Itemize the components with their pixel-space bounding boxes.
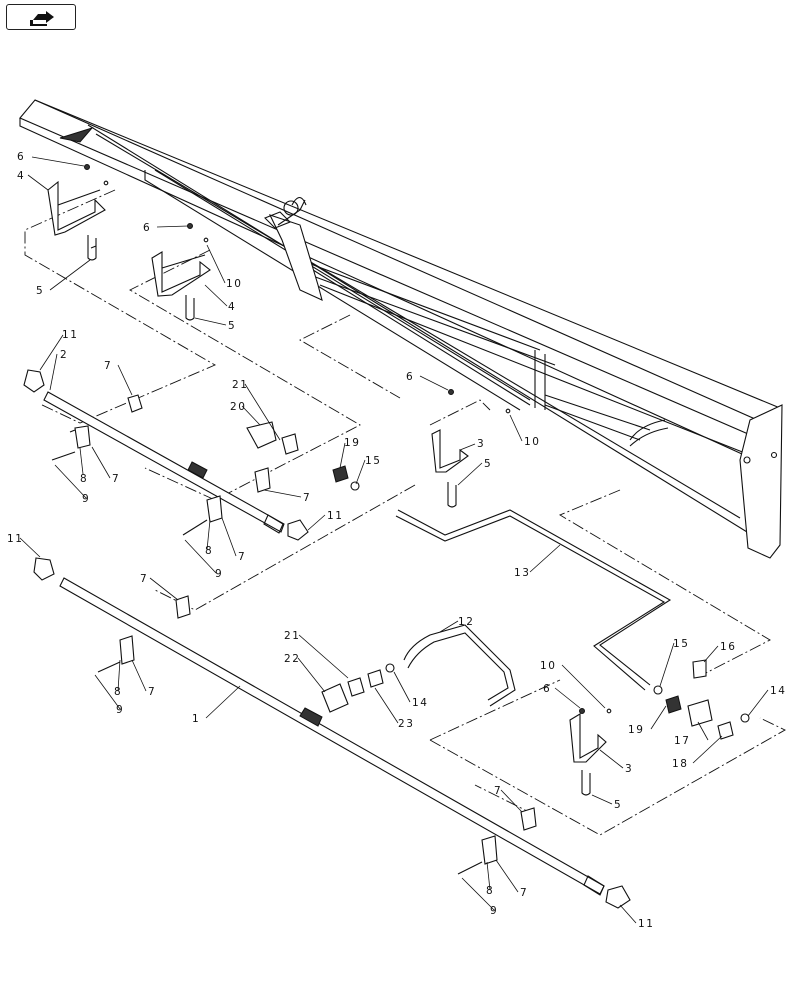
callout-16: 16 — [720, 641, 737, 653]
clamp-14b — [740, 713, 750, 723]
navigate-next-button[interactable] — [6, 4, 76, 30]
callout-7: 7 — [520, 887, 528, 899]
mounting-bracket-3b — [569, 708, 612, 763]
nipple-21b — [347, 677, 365, 697]
callout-10: 10 — [524, 436, 541, 448]
callout-23: 23 — [398, 718, 415, 730]
clamp-7h — [457, 835, 498, 875]
callout-11: 11 — [327, 510, 344, 522]
u-bolt-5a — [87, 235, 97, 261]
callout-5: 5 — [36, 285, 44, 297]
callout-7: 7 — [112, 473, 120, 485]
mounting-bracket-4a — [47, 164, 109, 236]
callout-labels: 6 4 5 6 10 4 5 11 2 7 21 20 19 15 6 3 10… — [7, 151, 787, 930]
u-bolt-5d — [581, 770, 591, 796]
callout-9: 9 — [82, 493, 90, 505]
callout-3: 3 — [477, 438, 485, 450]
nipple-23 — [367, 669, 384, 688]
clamp-14a — [385, 663, 395, 673]
pipe-1 — [33, 557, 631, 909]
callout-9: 9 — [215, 568, 223, 580]
elbow-18 — [717, 721, 734, 740]
callout-6: 6 — [406, 371, 414, 383]
callout-7: 7 — [104, 360, 112, 372]
assembly-leader-lines — [24, 189, 786, 836]
callout-12: 12 — [458, 616, 475, 628]
callout-6: 6 — [17, 151, 25, 163]
hose-13 — [395, 509, 672, 691]
callout-14: 14 — [412, 697, 429, 709]
callout-8: 8 — [205, 545, 213, 557]
callout-20: 20 — [230, 401, 247, 413]
clamp-15a — [350, 481, 360, 491]
callout-18: 18 — [672, 758, 689, 770]
callout-5: 5 — [228, 320, 236, 332]
clamp-7a — [127, 394, 143, 413]
pipe-2 — [23, 369, 309, 541]
clamp-7f — [97, 635, 135, 673]
callout-4: 4 — [17, 170, 25, 182]
u-bolt-5c — [447, 482, 457, 508]
callout-leaders — [19, 156, 769, 924]
callout-8: 8 — [114, 686, 122, 698]
callout-1: 1 — [192, 713, 200, 725]
callout-15: 15 — [673, 638, 690, 650]
callout-11: 11 — [7, 533, 24, 545]
callout-3: 3 — [625, 763, 633, 775]
u-bolt-5b — [185, 295, 195, 321]
fitting-16 — [692, 659, 707, 679]
callout-10: 10 — [226, 278, 243, 290]
callout-11: 11 — [638, 918, 655, 930]
callout-21: 21 — [232, 379, 249, 391]
nipple-19a — [332, 465, 349, 483]
callout-6: 6 — [543, 683, 551, 695]
clamp-7g — [520, 807, 537, 831]
clamp-7e — [175, 595, 191, 619]
boom-frame — [19, 99, 783, 559]
arrow-right-icon — [30, 11, 54, 26]
callout-14: 14 — [770, 685, 787, 697]
clamp-7c — [254, 467, 271, 493]
hose-12 — [403, 624, 516, 707]
callout-7: 7 — [303, 492, 311, 504]
callout-15: 15 — [365, 455, 382, 467]
callout-4: 4 — [228, 301, 236, 313]
mounting-bracket-3a — [431, 389, 511, 473]
callout-7: 7 — [148, 686, 156, 698]
callout-2: 2 — [60, 349, 68, 361]
callout-17: 17 — [674, 735, 691, 747]
callout-6: 6 — [143, 222, 151, 234]
callout-19: 19 — [628, 724, 645, 736]
callout-7: 7 — [140, 573, 148, 585]
callout-10: 10 — [540, 660, 557, 672]
callout-5: 5 — [614, 799, 622, 811]
callout-7: 7 — [238, 551, 246, 563]
callout-19: 19 — [344, 437, 361, 449]
nipple-19b — [665, 695, 682, 714]
reducer-22 — [321, 683, 349, 713]
callout-9: 9 — [490, 905, 498, 917]
tee-17 — [687, 699, 713, 727]
callout-13: 13 — [514, 567, 531, 579]
tee-fitting-20 — [246, 421, 277, 449]
callout-5: 5 — [484, 458, 492, 470]
mounting-bracket-4b — [151, 223, 211, 297]
callout-7: 7 — [494, 785, 502, 797]
callout-22: 22 — [284, 653, 301, 665]
callout-9: 9 — [116, 704, 124, 716]
callout-8: 8 — [80, 473, 88, 485]
clamp-15b — [653, 685, 663, 695]
clamp-7d — [182, 495, 223, 536]
callout-11: 11 — [62, 329, 79, 341]
nipple-21a — [281, 433, 299, 455]
callout-8: 8 — [486, 885, 494, 897]
clamp-7b — [51, 425, 91, 461]
callout-21: 21 — [284, 630, 301, 642]
